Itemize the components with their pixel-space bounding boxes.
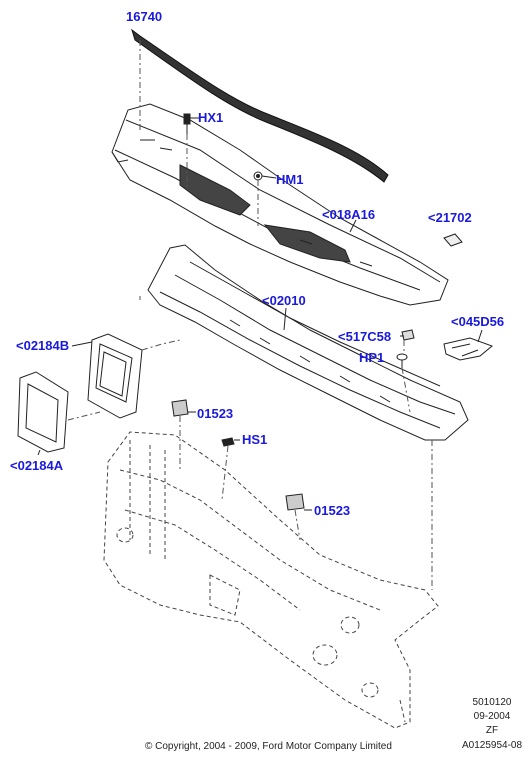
callout-leaders — [37, 117, 483, 511]
illustration-id: A0125954-08 — [461, 740, 523, 751]
ref-zf: ZF — [485, 725, 499, 736]
callout-045d56[interactable]: <045D56 — [451, 314, 505, 329]
grommet-01523-lower — [285, 493, 305, 511]
callout-517c58[interactable]: <517C58 — [338, 329, 392, 344]
callout-02184a[interactable]: <02184A — [10, 458, 64, 473]
callout-hs1[interactable]: HS1 — [242, 432, 268, 447]
callout-018a16[interactable]: <018A16 — [322, 207, 376, 222]
callout-01523-lower[interactable]: 01523 — [314, 503, 351, 518]
frame-02184b — [87, 333, 143, 419]
grommet-01523-upper — [171, 399, 189, 417]
bracket-045d56 — [443, 337, 493, 361]
ref-code: 5010120 — [472, 697, 512, 708]
clip-517c58 — [401, 329, 415, 341]
fastener-hm1 — [253, 171, 263, 181]
leader-lines — [67, 40, 433, 590]
ref-date: 09-2004 — [473, 711, 511, 722]
dash-panel — [103, 431, 439, 729]
plug-hp1 — [396, 353, 408, 368]
cowl-seal-strip — [131, 28, 389, 183]
fastener-hx1 — [183, 113, 191, 134]
callout-hm1[interactable]: HM1 — [276, 172, 304, 187]
copyright-notice: © Copyright, 2004 - 2009, Ford Motor Com… — [145, 741, 392, 752]
callout-hx1[interactable]: HX1 — [198, 110, 224, 125]
callout-01523-upper[interactable]: 01523 — [197, 406, 234, 421]
cowl-top-panel — [111, 103, 449, 306]
callout-21702[interactable]: <21702 — [428, 210, 472, 225]
callout-hp1[interactable]: HP1 — [359, 350, 385, 365]
callout-02184b[interactable]: <02184B — [16, 338, 70, 353]
callout-02010[interactable]: <02010 — [262, 293, 306, 308]
cowl-panel-02010 — [147, 244, 469, 441]
frame-02184a — [17, 371, 69, 453]
callout-16740[interactable]: 16740 — [126, 9, 163, 24]
part-21702 — [443, 233, 463, 247]
screw-hs1 — [221, 437, 235, 447]
